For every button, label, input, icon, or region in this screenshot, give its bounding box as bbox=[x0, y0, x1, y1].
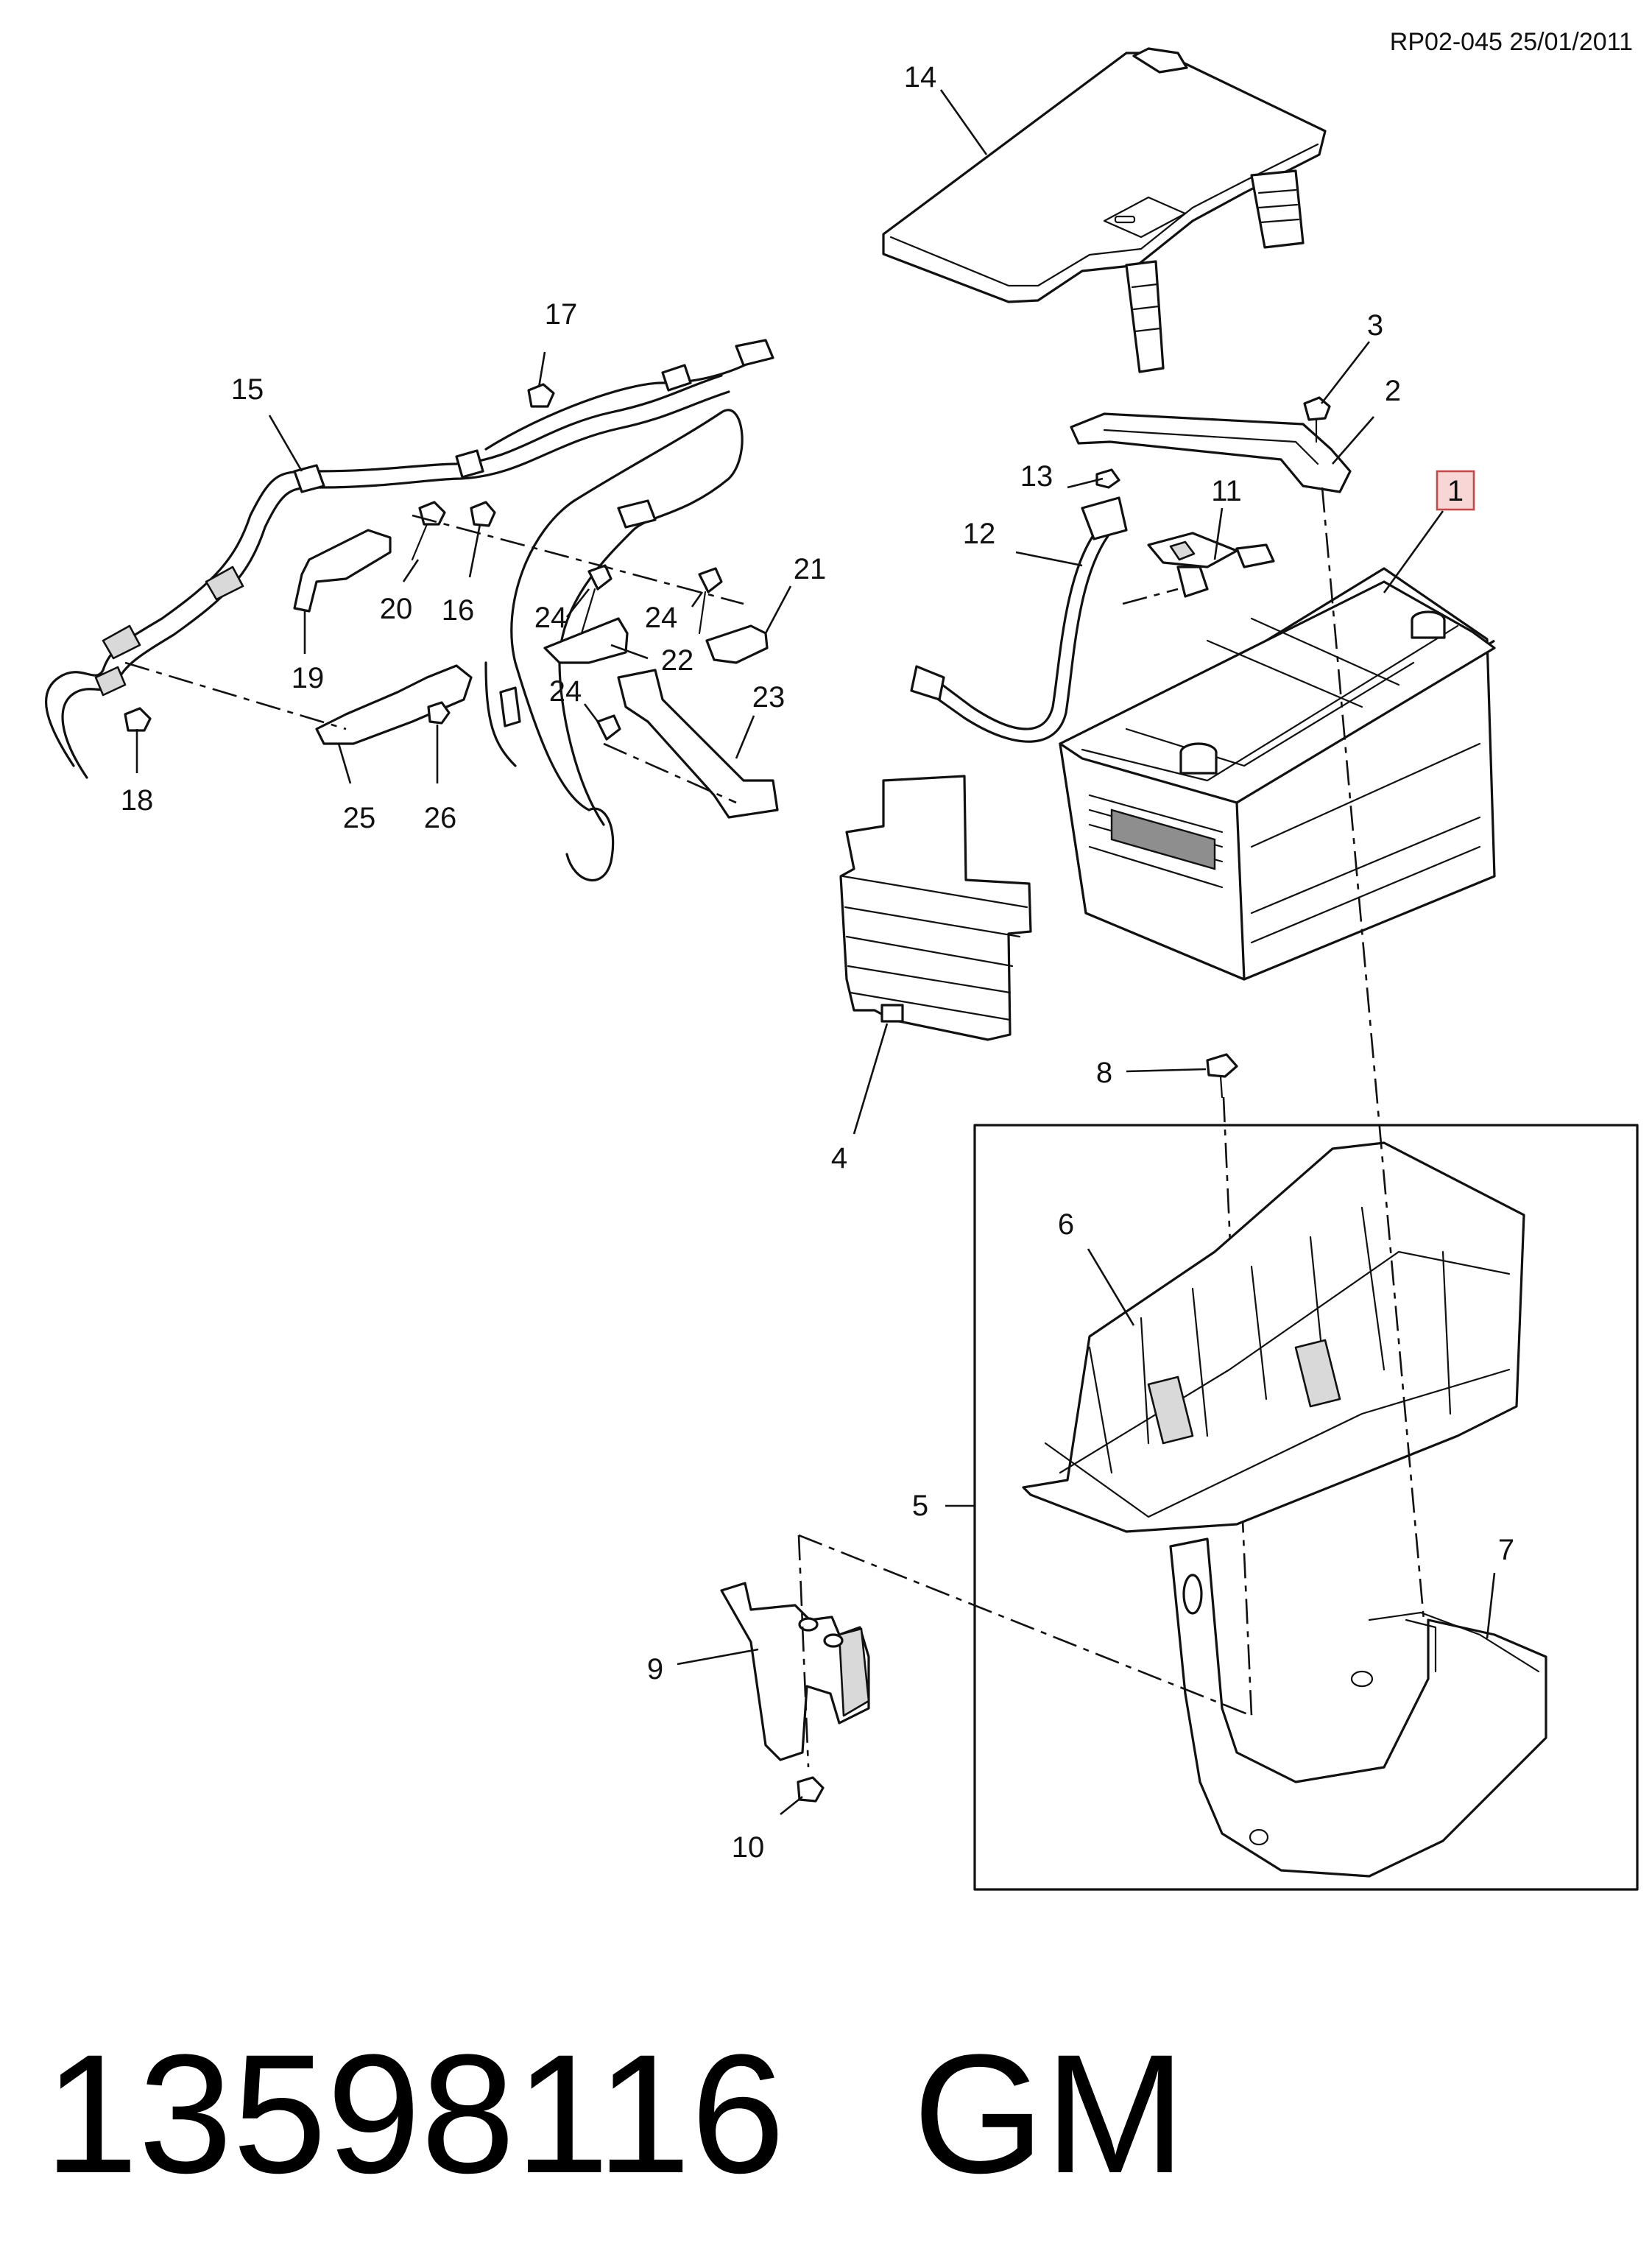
callout-25[interactable]: 25 bbox=[343, 802, 376, 834]
callout-3[interactable]: 3 bbox=[1367, 309, 1383, 342]
battery-negative-cable bbox=[910, 496, 1128, 743]
battery bbox=[1059, 567, 1496, 981]
harness-bracket-19 bbox=[293, 529, 392, 613]
battery-tray-support-bracket bbox=[1169, 1537, 1547, 1878]
harness-nut-18 bbox=[124, 707, 152, 732]
callout-23[interactable]: 23 bbox=[752, 681, 786, 714]
callout-24c[interactable]: 24 bbox=[549, 675, 582, 708]
callout-4[interactable]: 4 bbox=[831, 1142, 847, 1174]
harness-nut-16 bbox=[470, 501, 496, 527]
callout-1[interactable]: 1 bbox=[1447, 475, 1464, 507]
brand-name: GM bbox=[913, 2019, 1186, 2208]
harness-nut-17 bbox=[527, 383, 555, 408]
battery-vent-slots bbox=[1088, 794, 1224, 889]
callout-18[interactable]: 18 bbox=[121, 784, 154, 817]
callout-8[interactable]: 8 bbox=[1096, 1057, 1112, 1089]
part-number: 13598116 bbox=[44, 2019, 785, 2208]
callout-10[interactable]: 10 bbox=[732, 1831, 765, 1864]
hold-down-bolt bbox=[1303, 396, 1331, 443]
callout-9[interactable]: 9 bbox=[647, 1653, 663, 1685]
mounting-nut bbox=[797, 1776, 825, 1803]
callout-17[interactable]: 17 bbox=[545, 298, 578, 331]
harness-bracket-25 bbox=[315, 664, 473, 745]
diagram-reference: RP02-045 25/01/2011 bbox=[1390, 28, 1633, 56]
callout-1-highlight bbox=[1436, 470, 1475, 511]
callout-11[interactable]: 11 bbox=[1211, 475, 1242, 507]
harness-bracket-21 bbox=[705, 624, 769, 664]
callout-14[interactable]: 14 bbox=[904, 61, 937, 94]
callout-labels: 1 2 3 4 5 6 7 8 9 10 11 12 13 14 15 16 1… bbox=[121, 61, 1514, 1864]
callout-20[interactable]: 20 bbox=[380, 593, 413, 625]
battery-current-sensor bbox=[1122, 532, 1275, 605]
callout-12[interactable]: 12 bbox=[963, 518, 996, 550]
callout-21[interactable]: 21 bbox=[794, 553, 827, 585]
callout-26[interactable]: 26 bbox=[424, 802, 457, 834]
mounting-bracket bbox=[720, 1582, 870, 1761]
harness-bolt-24a bbox=[580, 564, 613, 635]
harness-bolt-24c bbox=[596, 714, 621, 741]
callout-6[interactable]: 6 bbox=[1058, 1208, 1074, 1241]
callout-2[interactable]: 2 bbox=[1385, 375, 1401, 407]
cable-bracket-bolt bbox=[1095, 468, 1120, 489]
callout-leaders bbox=[135, 89, 1496, 1816]
harness-bolt-20 bbox=[411, 501, 446, 561]
callout-13[interactable]: 13 bbox=[1020, 460, 1053, 493]
harness-bolt-24b bbox=[698, 567, 723, 635]
callout-7[interactable]: 7 bbox=[1498, 1534, 1514, 1566]
battery-cover bbox=[882, 47, 1327, 373]
battery-hold-down-bar bbox=[1070, 412, 1352, 493]
harness-nut-26 bbox=[427, 701, 451, 725]
battery-tray-assembly-frame bbox=[973, 1124, 1639, 1891]
harness-bracket-23 bbox=[617, 669, 779, 819]
battery-tray bbox=[1022, 1141, 1525, 1533]
callout-5[interactable]: 5 bbox=[912, 1490, 928, 1522]
callout-22[interactable]: 22 bbox=[661, 644, 694, 677]
callout-19[interactable]: 19 bbox=[292, 662, 325, 694]
callout-16[interactable]: 16 bbox=[442, 594, 475, 627]
battery-heat-shield bbox=[839, 775, 1032, 1041]
harness-bracket-22 bbox=[543, 617, 629, 664]
callout-15[interactable]: 15 bbox=[231, 373, 264, 406]
callout-24a[interactable]: 24 bbox=[534, 602, 568, 634]
callout-24b[interactable]: 24 bbox=[645, 602, 678, 634]
